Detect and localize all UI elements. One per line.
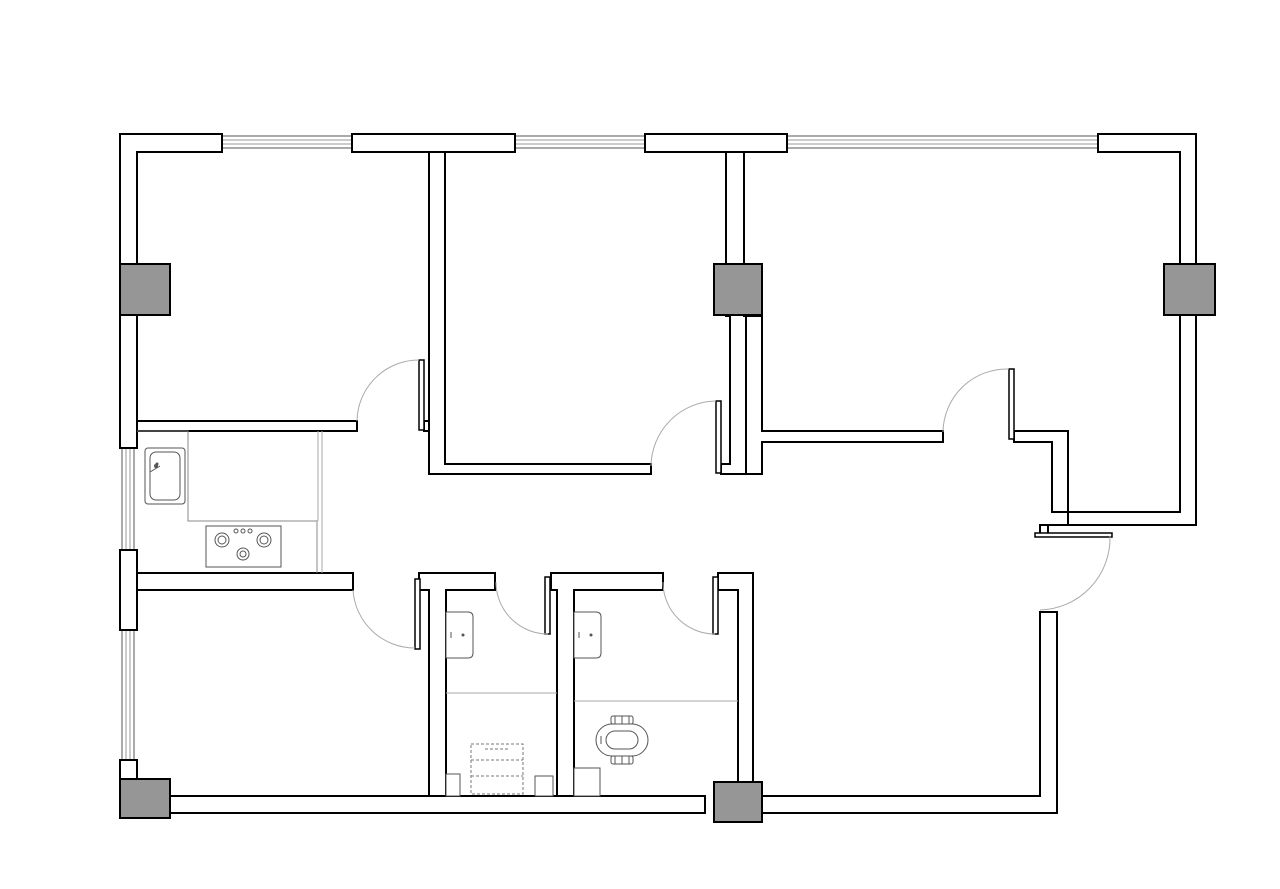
washbasin-icon [573, 611, 602, 659]
window-left-kitchen [121, 447, 135, 551]
sink-icon [144, 447, 186, 505]
shower-tray-icon [470, 743, 524, 795]
wall-top-right [1039, 133, 1197, 535]
window-top-2 [514, 135, 646, 149]
door-room2[interactable] [650, 400, 722, 474]
kitchen [137, 430, 323, 573]
column-center [713, 263, 763, 316]
bathroom-1 [445, 611, 557, 797]
window-top-3 [786, 135, 1099, 149]
door-bedroom[interactable] [352, 578, 421, 650]
outer-walls [119, 133, 1197, 814]
wall-room3-bottom [745, 315, 944, 475]
wall-top-b [644, 133, 788, 153]
column-bottom-left [119, 778, 171, 819]
column-right [1163, 263, 1216, 316]
toilet-icon [573, 767, 601, 797]
interior-walls [136, 151, 1069, 797]
bathroom-2 [573, 611, 738, 797]
wall-kitchen-bottom [136, 572, 354, 591]
door-bath1[interactable] [495, 576, 551, 635]
wall-left-bottom [119, 759, 138, 781]
dining-table-icon [595, 715, 649, 765]
wall-top-a [351, 133, 516, 153]
wall-left-mid [119, 549, 138, 631]
door-room3[interactable] [942, 368, 1015, 440]
wall-bottom-right [761, 611, 1058, 814]
wall-room3-right [1013, 430, 1069, 513]
wall-room2 [428, 151, 652, 475]
structural-columns [119, 263, 1216, 823]
column-left [119, 263, 171, 316]
wall-bath1 [418, 572, 496, 797]
wall-top-left [119, 133, 223, 449]
wall-room1-bottom [136, 420, 358, 432]
wall-bottom-left [169, 795, 706, 814]
stove-icon [205, 525, 282, 568]
washbasin-icon [445, 611, 474, 659]
wall-bath2-right [717, 572, 754, 797]
wall-bath-divider [550, 572, 664, 797]
door-room1[interactable] [356, 359, 425, 431]
window-left-bedroom [121, 629, 135, 761]
window-top-1 [221, 135, 353, 149]
door-entrance[interactable] [1034, 532, 1113, 611]
door-bath2[interactable] [662, 576, 719, 635]
column-bottom-center [713, 781, 763, 823]
